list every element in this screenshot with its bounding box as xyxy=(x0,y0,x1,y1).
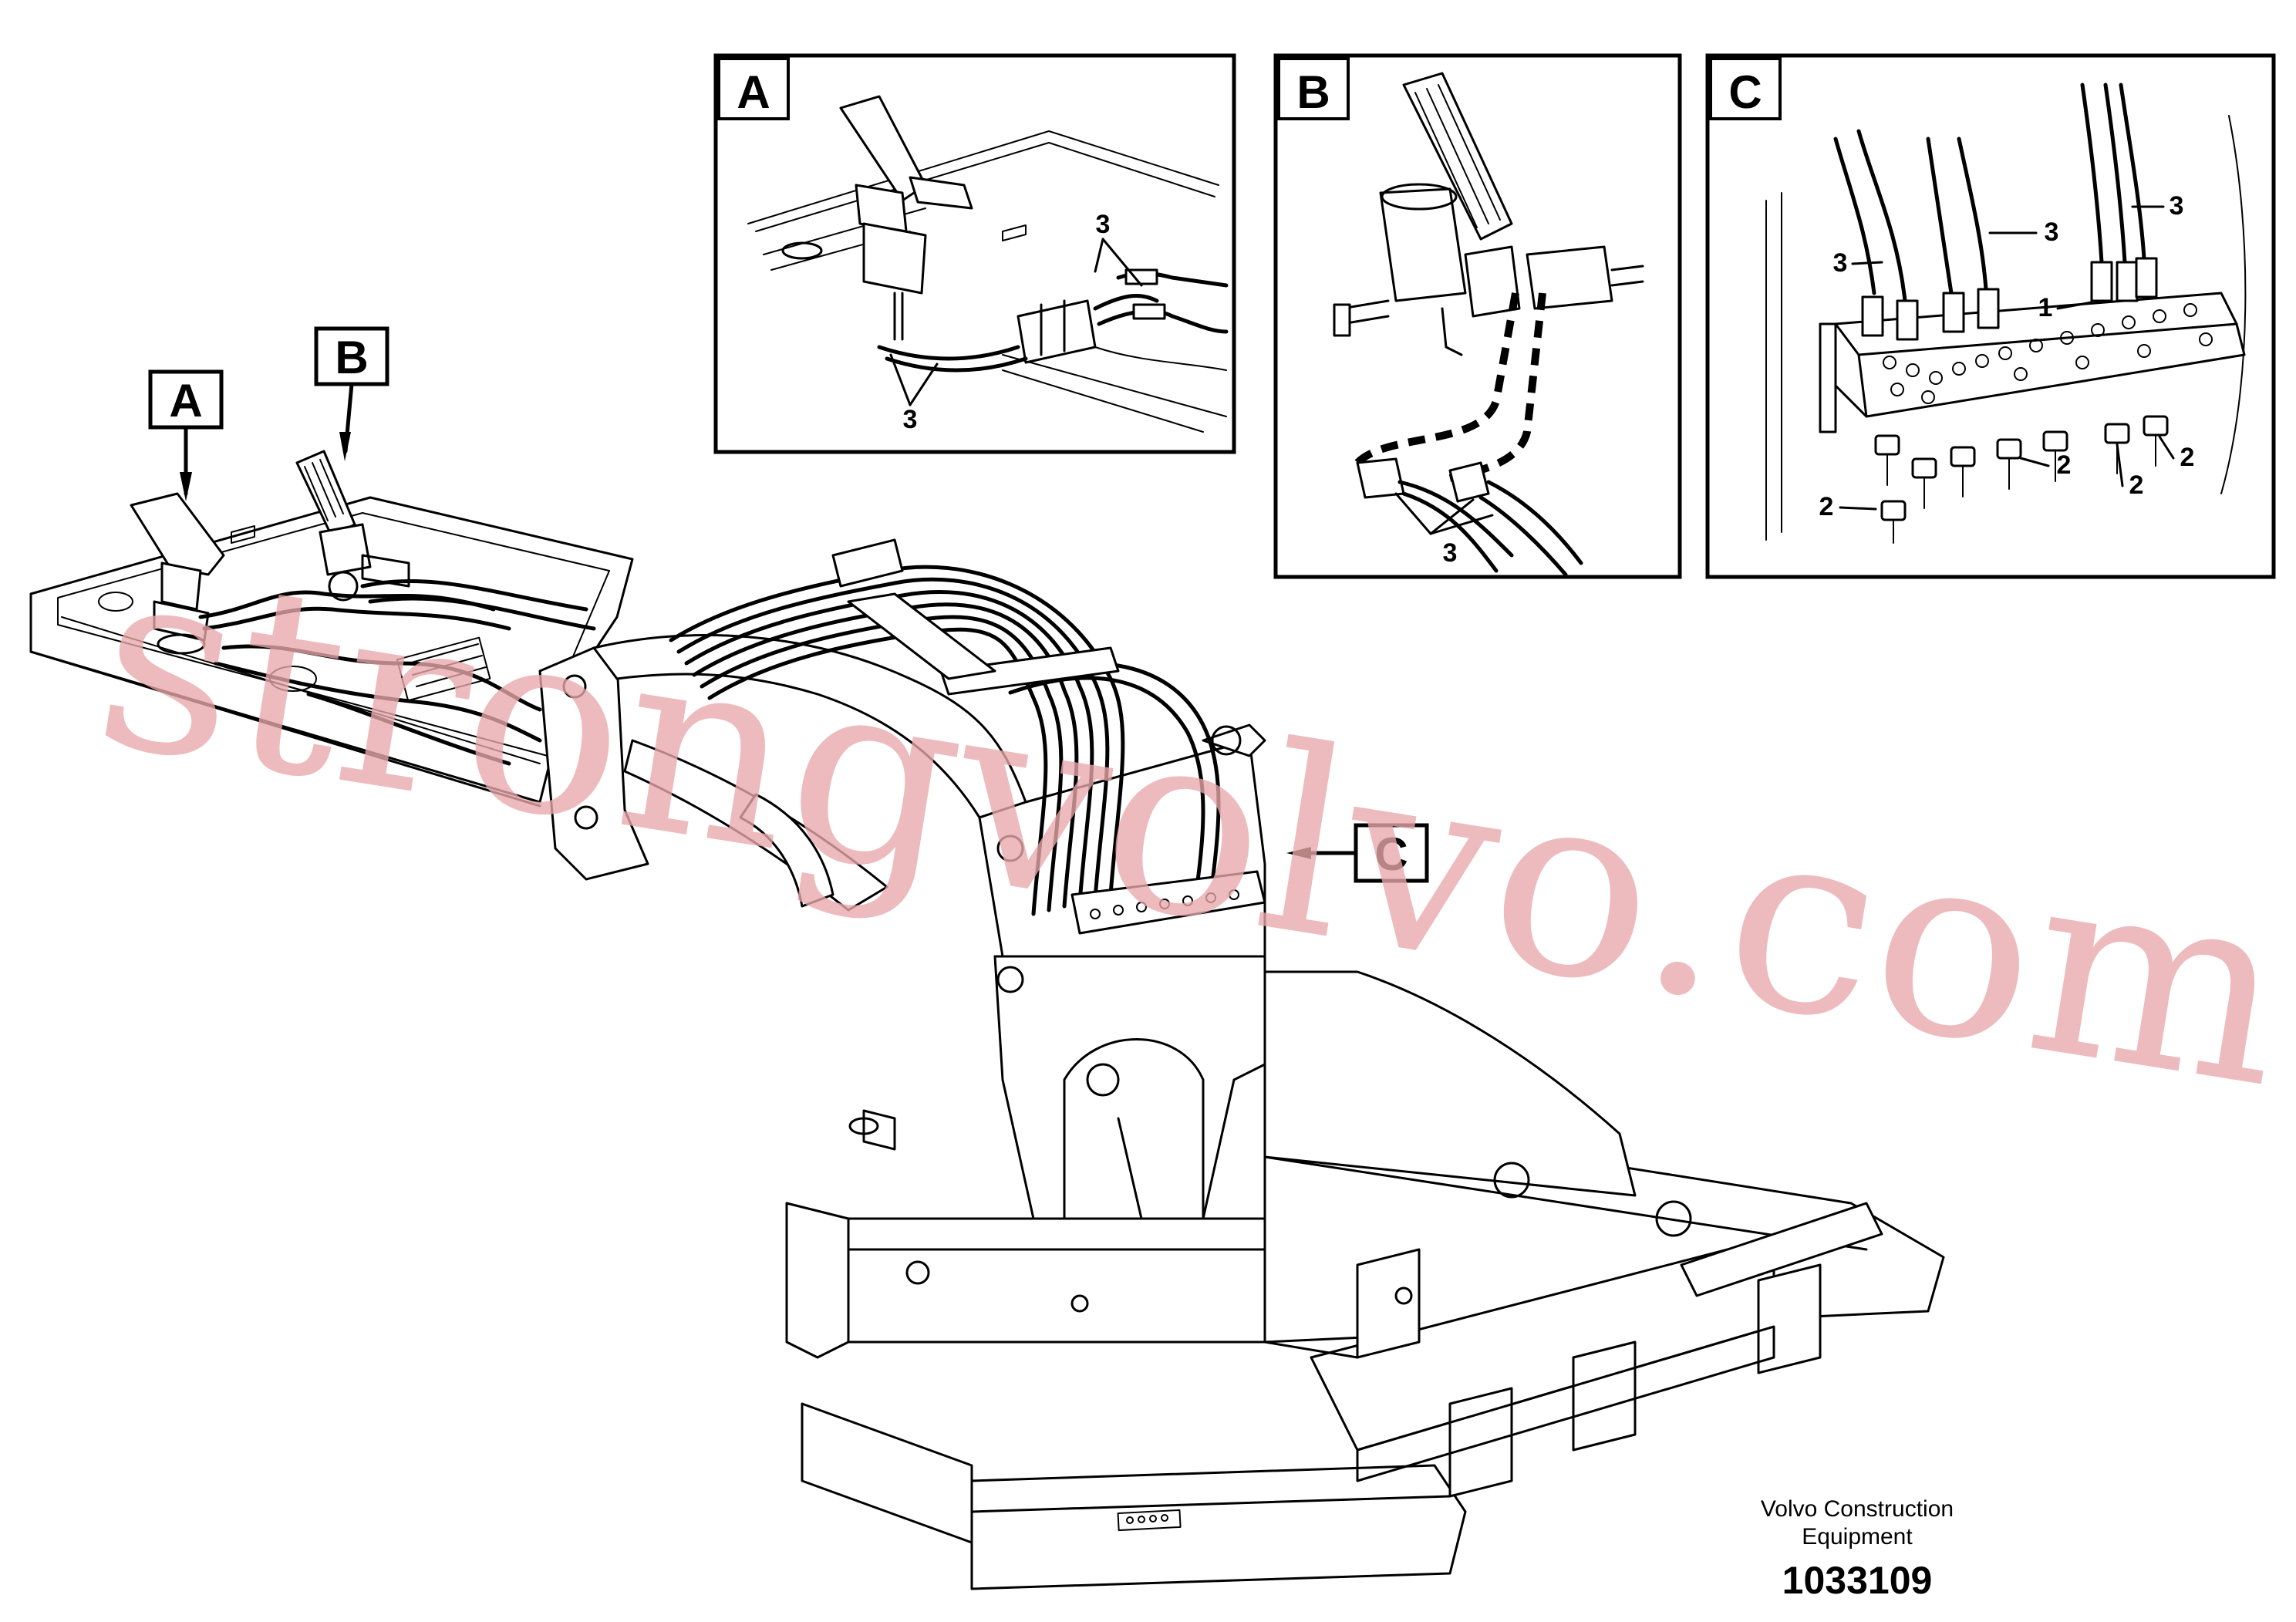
footer-company-line2: Equipment xyxy=(1802,1524,1913,1549)
main-callout-a-label: A xyxy=(169,375,202,427)
detail-c-callout-2-right: 2 xyxy=(2180,443,2195,472)
detail-view-c: C xyxy=(1705,53,2276,579)
console-support-frame xyxy=(538,634,1027,912)
detail-c-title: C xyxy=(1728,66,1762,118)
joystick-lever xyxy=(130,492,225,655)
detail-c-callouts: 3 3 3 1 2 2 2 2 xyxy=(1819,191,2195,521)
footer-company-line1: Volvo Construction xyxy=(1761,1496,1954,1522)
main-callout-b-label: B xyxy=(335,332,368,383)
detail-c-callout-3-left: 3 xyxy=(1833,248,1848,278)
platform-hoses xyxy=(198,578,596,766)
detail-a-callouts: 3 3 xyxy=(889,210,1143,434)
detail-a-callout-3-lower: 3 xyxy=(903,405,918,434)
pedal-valve xyxy=(295,450,410,602)
detail-c-drawing xyxy=(1765,83,2247,544)
main-assembly-drawing: A B C xyxy=(29,326,1945,1590)
detail-a-callout-3-upper: 3 xyxy=(1096,210,1111,239)
detail-c-callout-1: 1 xyxy=(2038,293,2053,322)
detail-b-callout-3: 3 xyxy=(1443,538,1458,568)
main-callout-c[interactable]: C xyxy=(1286,823,1429,883)
detail-c-callout-2-left: 2 xyxy=(1819,492,1834,521)
detail-c-callout-2-lower: 2 xyxy=(2129,470,2144,500)
main-callout-b[interactable]: B xyxy=(314,326,389,461)
detail-b-title: B xyxy=(1296,66,1330,118)
detail-c-callout-2-mid: 2 xyxy=(2057,450,2072,480)
detail-c-callout-3-mid: 3 xyxy=(2045,218,2059,247)
main-callout-c-label: C xyxy=(1374,828,1408,880)
connection-plate xyxy=(1070,870,1266,935)
main-callout-a[interactable]: A xyxy=(148,369,224,501)
detail-b-callouts: 3 xyxy=(1394,492,1494,568)
top-hose-bundle xyxy=(669,565,1221,916)
detail-b-drawing xyxy=(1333,72,1644,577)
footer-block: Volvo Construction Equipment 1033109 xyxy=(1761,1496,1954,1602)
detail-a-title: A xyxy=(737,66,770,118)
base-frame xyxy=(785,970,1945,1590)
detail-view-a: A 3 3 xyxy=(713,53,1236,454)
detail-view-b: B 3 xyxy=(1273,53,1682,579)
detail-c-callout-3-right: 3 xyxy=(2170,191,2184,221)
drawing-number: 1033109 xyxy=(1782,1559,1933,1602)
hose-clamp-brackets xyxy=(831,538,1120,696)
detail-a-drawing xyxy=(747,95,1229,433)
